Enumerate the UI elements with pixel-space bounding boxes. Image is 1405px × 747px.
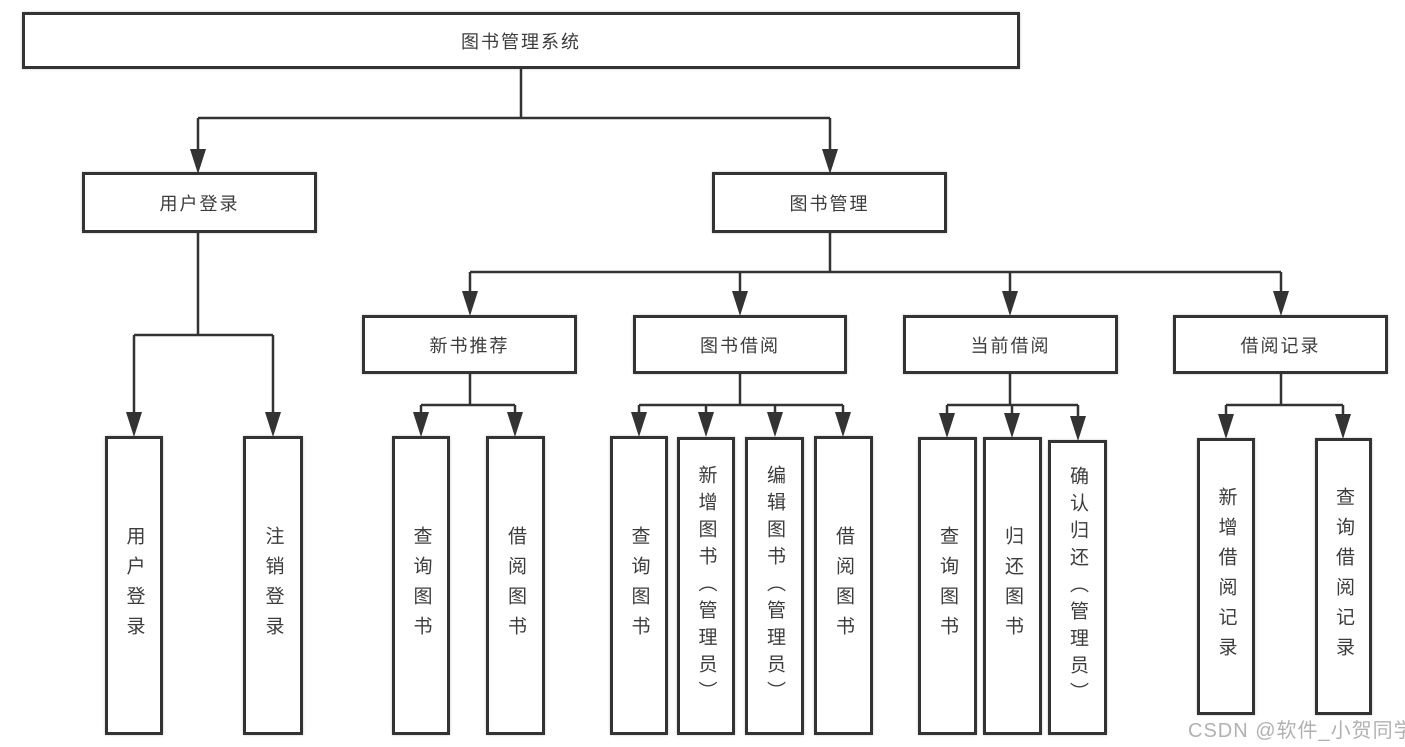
leaf-add-books-admin: 新增图书（管理员） <box>677 437 735 735</box>
node-new-book-recommend: 新书推荐 <box>362 315 577 374</box>
leaf-query-books-recommend: 查询图书 <box>392 436 450 735</box>
node-book-borrowing: 图书借阅 <box>633 315 847 374</box>
leaf-logout: 注销登录 <box>243 436 303 735</box>
node-user-login: 用户登录 <box>82 172 317 233</box>
node-current-borrowing: 当前借阅 <box>903 315 1118 374</box>
leaf-return-books: 归还图书 <box>983 437 1042 735</box>
leaf-query-books-borrowing: 查询图书 <box>610 436 668 735</box>
leaf-label: 新增借阅记录 <box>1215 486 1237 667</box>
leaf-confirm-return-admin: 确认归还（管理员） <box>1048 440 1107 735</box>
arrowheads <box>126 149 1351 441</box>
leaf-borrow-books-borrowing: 借阅图书 <box>814 436 873 735</box>
node-borrowing-records: 借阅记录 <box>1173 315 1388 374</box>
leaf-label: 编辑图书（管理员） <box>764 464 785 708</box>
leaf-user-login: 用户登录 <box>105 436 163 735</box>
leaf-label: 查询图书 <box>937 526 958 646</box>
node-root-book-management-system: 图书管理系统 <box>22 12 1020 69</box>
leaf-label: 新增图书（管理员） <box>695 464 717 708</box>
leaf-label: 借阅图书 <box>505 525 526 646</box>
leaf-label: 查询图书 <box>410 525 432 646</box>
leaf-add-borrow-record: 新增借阅记录 <box>1197 438 1255 715</box>
leaf-label: 查询借阅记录 <box>1333 486 1354 667</box>
leaf-label: 借阅图书 <box>833 525 854 646</box>
leaf-query-borrow-record: 查询借阅记录 <box>1315 438 1372 715</box>
leaf-query-books-current: 查询图书 <box>918 437 977 735</box>
leaf-label: 查询图书 <box>628 525 650 646</box>
node-book-management: 图书管理 <box>712 172 947 233</box>
leaf-label: 归还图书 <box>1002 526 1023 646</box>
leaf-edit-books-admin: 编辑图书（管理员） <box>745 437 804 735</box>
leaf-borrow-books-recommend: 借阅图书 <box>486 436 545 735</box>
leaf-label: 用户登录 <box>123 525 145 646</box>
leaf-label: 确认归还（管理员） <box>1067 466 1088 709</box>
csdn-watermark: CSDN @软件_小贺同学 <box>1188 720 1405 742</box>
leaf-label: 注销登录 <box>262 525 284 646</box>
